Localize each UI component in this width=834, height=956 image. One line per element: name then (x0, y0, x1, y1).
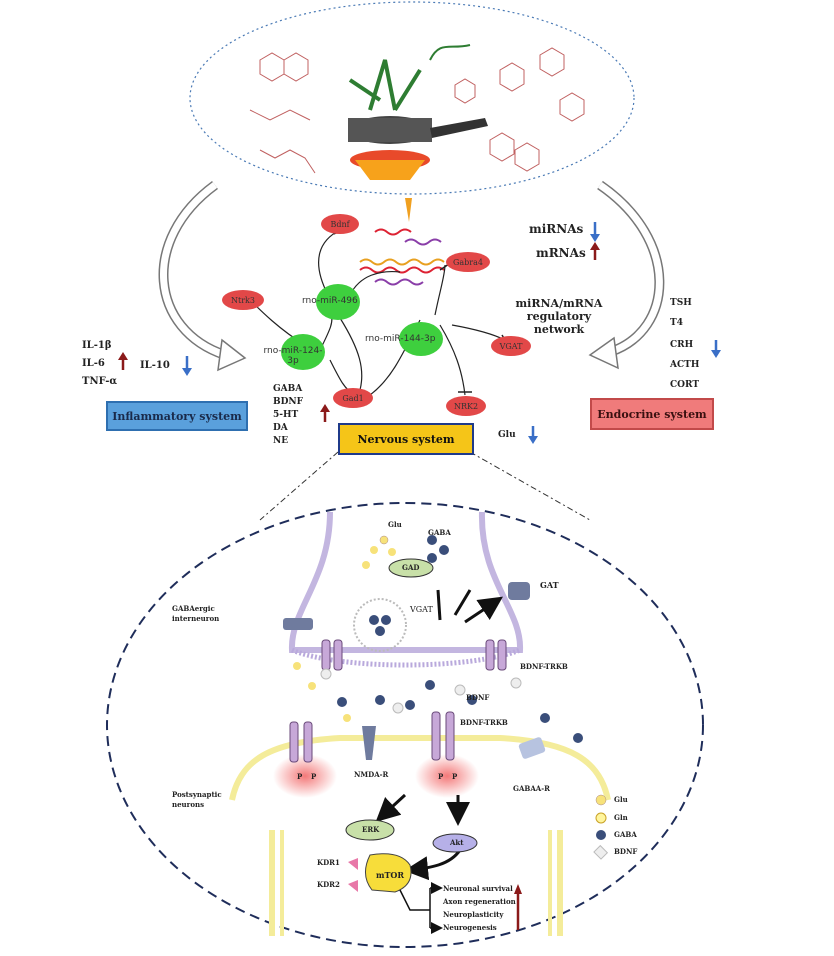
p-label-2: P (311, 772, 317, 781)
inflammatory-item-3: TNF-α (82, 376, 118, 387)
gat-label: GAT (540, 580, 559, 590)
endocrine-system-box: Endocrine system (590, 398, 714, 430)
cleft-dots (293, 662, 583, 743)
synapse-ellipse (106, 502, 704, 948)
vgat-label: VGAT (410, 605, 433, 614)
nervous-item-da: DA (273, 423, 288, 433)
endocrine-item-t4: T4 (670, 318, 683, 328)
nervous-item-gaba: GABA (273, 384, 303, 394)
mrnas-label: mRNAs (536, 246, 586, 260)
molecule-structures-icon (249, 47, 585, 174)
mirnas-label: miRNAs (529, 222, 584, 236)
mirna-node-496: rno-miR-496 (302, 284, 360, 320)
endocrine-item-crh: CRH (670, 340, 694, 350)
nervous-system-box: Nervous system (338, 423, 474, 455)
syn-gaba-label: GABA (428, 528, 451, 537)
endocrine-item-tsh: TSH (670, 298, 692, 308)
bdnf-trkb-mid-label: BDNF-TRKB (460, 718, 508, 727)
kinase2-label: KDR2 (317, 880, 340, 889)
il10-label: IL-10 (140, 360, 170, 371)
target-nrk2: NRK2 (446, 396, 486, 416)
gad-label: GAD (402, 563, 420, 572)
decoction-pot-icon (348, 44, 488, 180)
legend-bdnf: BDNF (614, 847, 638, 856)
glu-label: Glu (498, 430, 516, 440)
mirna-node-144-3p: rno-miR-144-3p (365, 322, 443, 356)
syn-glu-label: Glu (388, 520, 402, 529)
p-label-3: P (438, 772, 444, 781)
nervous-item-ne: NE (273, 436, 289, 446)
endocrine-item-acth: ACTH (670, 360, 700, 370)
outcome-4: Neurogenesis (443, 923, 497, 932)
p-label-4: P (452, 772, 458, 781)
legend-gaba: GABA (614, 830, 637, 839)
target-gad1: Gad1 (333, 388, 373, 408)
gabaar-label: GABAA-R (513, 784, 550, 793)
p-label-1: P (297, 772, 303, 781)
inflammatory-item-2: IL-6 (82, 358, 105, 369)
postsynaptic-membrane (229, 735, 611, 801)
direction-arrows (118, 222, 721, 444)
akt-label: Akt (450, 838, 464, 847)
legend-gln: Gln (614, 813, 628, 822)
postsynaptic-label: Postsynaptic neurons (172, 790, 222, 809)
outcome-3: Neuroplasticity (443, 910, 504, 919)
interneuron-label: GABAergic interneuron (172, 604, 220, 623)
erk-label: ERK (362, 825, 380, 834)
target-gabra4: Gabra4 (446, 252, 490, 272)
mtor-label: mTOR (376, 870, 405, 880)
outcome-2: Axon regeneration (443, 897, 516, 906)
nervous-item-bdnf: BDNF (273, 397, 304, 407)
inflammatory-item-1: IL-1β (82, 340, 112, 351)
endocrine-item-cort: CORT (670, 380, 700, 390)
inflammatory-system-box: Inflammatory system (106, 401, 248, 431)
kinase1-label: KDR1 (317, 858, 340, 867)
left-curve-arrow (158, 180, 227, 360)
target-ntrk3: Ntrk3 (222, 290, 264, 310)
nervous-item-5ht: 5-HT (273, 410, 299, 420)
legend-glu: Glu (614, 795, 628, 804)
target-vgat: VGAT (491, 336, 531, 356)
bdnf-label: BDNF (466, 693, 490, 702)
nmda-label: NMDA-R (354, 770, 389, 779)
presynaptic-dots (362, 535, 449, 569)
outcome-1: Neuronal survival (443, 884, 513, 893)
bdnf-trkb-top-label: BDNF-TRKB (520, 662, 568, 671)
herb-ellipse (189, 1, 635, 195)
mirna-node-124-3p: rno-miR-124-3p (264, 334, 325, 370)
presynaptic-terminal (288, 511, 524, 653)
network-label: miRNA/mRNA regulatory network (515, 297, 603, 336)
rna-strands-icon (359, 228, 445, 286)
target-bdnf: Bdnf (321, 214, 359, 234)
